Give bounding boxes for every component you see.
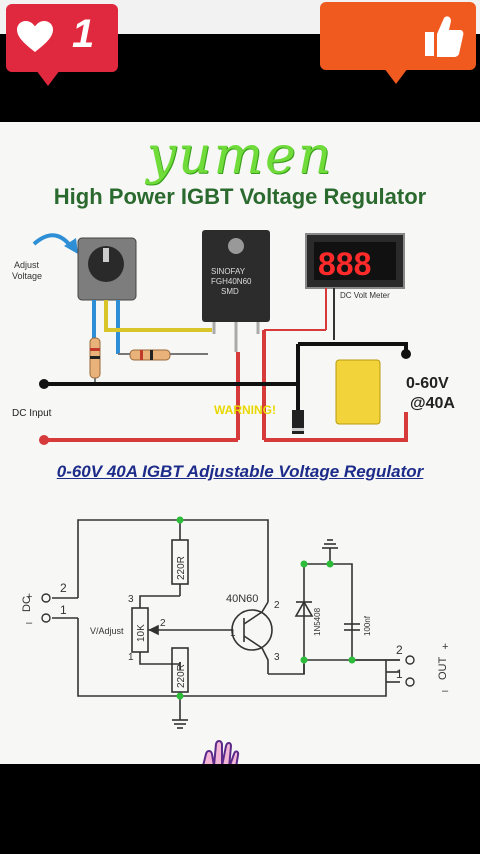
- circuit-schematic: DC + – 2 1 220R 10K V/Adjust 3 1 2 40N60…: [21, 516, 449, 729]
- out-pin-1: 1: [396, 667, 403, 681]
- resistor-bottom: 220R: [171, 647, 189, 693]
- dc-label: DC: [21, 596, 33, 612]
- igbt-pin-3: 3: [274, 652, 280, 663]
- igbt-marking-3: SMD: [221, 287, 239, 296]
- dc-plus: +: [26, 591, 32, 603]
- capacitor-label: 100nf: [363, 615, 372, 636]
- brand-logo: yumen: [146, 126, 334, 186]
- capacitor: [335, 359, 381, 425]
- resistor-top-label: 220R: [176, 556, 187, 580]
- pot-pin-1: 1: [128, 652, 134, 663]
- dc-input-label: DC Input: [12, 408, 52, 419]
- meter-label: DC Volt Meter: [340, 291, 390, 300]
- potentiometer-knob: [88, 246, 124, 282]
- arrow-head-icon: [64, 238, 78, 254]
- dc-pin-2: 2: [60, 581, 67, 595]
- pot-pin-2: 2: [160, 618, 166, 629]
- like-button[interactable]: 1: [6, 4, 118, 86]
- out-label: OUT: [437, 657, 449, 681]
- igbt-marking-2: FGH40N60: [211, 277, 252, 286]
- output-current-label: @40A: [410, 395, 455, 412]
- igbt-pin-1: 1: [230, 628, 236, 639]
- bottom-bar: [0, 764, 480, 854]
- meter-display: 888: [318, 246, 371, 282]
- thumbs-up-button[interactable]: [320, 2, 476, 84]
- igbt-marking-1: SINOFAY: [211, 267, 246, 276]
- heart-icon: [17, 21, 53, 52]
- adjust-label-1: Adjust: [14, 260, 40, 270]
- output-voltage-label: 0-60V: [406, 375, 449, 392]
- igbt-pin-2: 2: [274, 600, 280, 611]
- diagram-subtitle: 0-60V 40A IGBT Adjustable Voltage Regula…: [56, 462, 424, 481]
- igbt-transistor: [202, 230, 270, 322]
- diode-label: 1N5408: [313, 607, 322, 636]
- v-adjust-label: V/Adjust: [90, 626, 124, 636]
- resistor-bottom-label: 220R: [176, 664, 187, 688]
- top-overlay: 1: [0, 0, 480, 120]
- pot-pin-3: 3: [128, 594, 134, 605]
- page-title: High Power IGBT Voltage Regulator: [53, 184, 427, 209]
- dc-pin-1: 1: [60, 603, 67, 617]
- out-plus: +: [442, 641, 448, 653]
- warning-label: WARNING!: [214, 403, 276, 417]
- wiring-diagram: Adjust Voltage SINOFAY FGH40N60 SMD: [12, 230, 455, 445]
- igbt-label: 40N60: [226, 593, 258, 605]
- adjust-label-2: Voltage: [12, 271, 42, 281]
- dc-minus: –: [26, 617, 33, 629]
- out-minus: –: [442, 685, 449, 697]
- out-pin-2: 2: [396, 643, 403, 657]
- like-count: 1: [72, 12, 95, 56]
- tutorial-image: yumen High Power IGBT Voltage Regulator …: [0, 122, 480, 806]
- thumbs-up-icon: [425, 16, 464, 57]
- pot-label: 10K: [136, 624, 147, 642]
